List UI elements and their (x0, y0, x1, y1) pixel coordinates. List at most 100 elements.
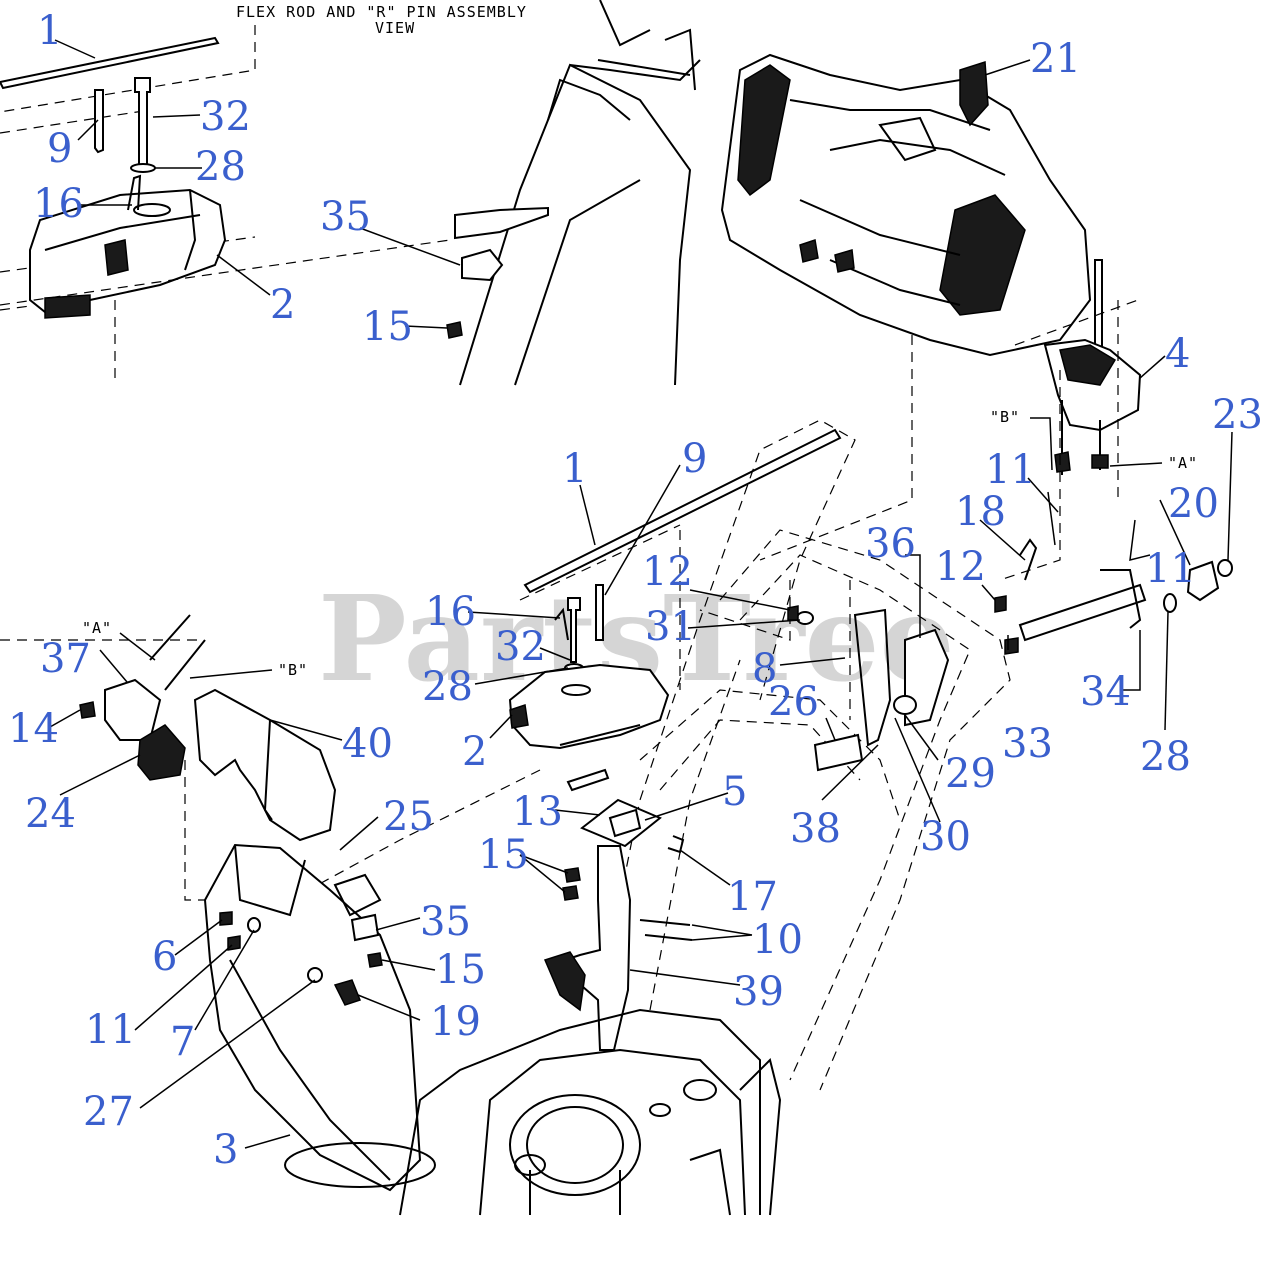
header-title: FLEX ROD AND "R" PIN ASSEMBLY (236, 3, 527, 21)
callout-27: 27 (83, 1089, 134, 1135)
callout-38: 38 (790, 806, 841, 852)
nut-33 (1004, 637, 1019, 655)
callout-30: 30 (920, 814, 971, 860)
flex-rod (523, 428, 842, 594)
callout-5: 5 (722, 769, 747, 815)
callout-36: 36 (865, 521, 916, 567)
flange-nut-upper (446, 321, 463, 339)
flex-rod-inset (0, 36, 220, 90)
bolt-12a (787, 605, 799, 621)
callout-2-mid: 2 (462, 729, 487, 775)
shift-bracket-assembly (999, 259, 1142, 581)
callout-39: 39 (733, 969, 784, 1015)
callout-28-mid: 28 (422, 664, 473, 710)
callout-1-main: 1 (562, 446, 587, 492)
callout-33: 33 (1002, 721, 1053, 767)
bolt-inset (134, 77, 151, 166)
chute-base-ring (284, 1142, 436, 1188)
hitch-pin-9b (595, 584, 604, 641)
callout-32-mid: 32 (495, 624, 546, 670)
plate-5 (580, 798, 662, 848)
bolt-6 (219, 911, 233, 926)
callout-28-inset: 28 (195, 144, 246, 190)
callout-29: 29 (945, 751, 996, 797)
nut-14 (79, 701, 96, 719)
cable-label-b-left: "B" (278, 661, 308, 679)
callout-31: 31 (645, 604, 696, 650)
cable-label-a-upper: "A" (1168, 454, 1198, 472)
callout-24: 24 (25, 791, 76, 837)
r-pin-inset (127, 174, 142, 211)
gear-24 (137, 724, 186, 781)
washer-27 (307, 967, 323, 983)
callout-23: 23 (1212, 392, 1263, 438)
tilt-bracket (454, 206, 549, 240)
callout-12-right: 12 (935, 544, 986, 590)
leader-lines (49, 39, 1233, 1149)
guide-35b (350, 913, 380, 942)
nut-15b-1 (564, 867, 581, 883)
hitch-pin-inset (94, 89, 104, 154)
callout-40: 40 (342, 721, 393, 767)
callout-15-mid: 15 (478, 832, 529, 878)
washer-31 (796, 611, 814, 625)
callout-3: 3 (213, 1127, 238, 1173)
callout-14: 14 (8, 706, 59, 752)
support-39 (563, 845, 632, 1051)
knob-19 (333, 979, 361, 1006)
handle-assembly (523, 419, 1233, 1091)
pivot-guide-upper (461, 248, 504, 282)
callout-10: 10 (752, 917, 803, 963)
callout-11-right: 11 (1145, 546, 1196, 592)
callout-20: 20 (1168, 481, 1219, 527)
callout-11-lower: 11 (85, 1007, 136, 1053)
chute-housing-inset (29, 188, 227, 314)
washer-29 (893, 695, 917, 715)
callout-17: 17 (727, 874, 778, 920)
callout-7: 7 (170, 1019, 195, 1065)
callout-8: 8 (752, 646, 777, 692)
pin-13 (566, 768, 610, 792)
callout-18: 18 (955, 489, 1006, 535)
washer-inset (130, 163, 156, 173)
callout-11-upper: 11 (985, 447, 1036, 493)
callout-28-right: 28 (1140, 734, 1191, 780)
callout-35-upper: 35 (320, 194, 371, 240)
callout-19: 19 (430, 999, 481, 1045)
bearing-38 (813, 733, 864, 772)
dash-panel (720, 53, 1139, 561)
chute-control-housing (508, 524, 681, 750)
callout-32-inset: 32 (200, 94, 251, 140)
callout-2-inset: 2 (270, 282, 295, 328)
washer-7 (247, 917, 261, 933)
cable-label-b-upper: "B" (990, 408, 1020, 426)
callout-1-inset: 1 (37, 8, 62, 54)
washer-28c (1163, 593, 1177, 613)
callout-26: 26 (768, 679, 819, 725)
header-subtitle: VIEW (375, 19, 415, 37)
callout-34: 34 (1080, 669, 1131, 715)
callout-16-inset: 16 (33, 181, 84, 227)
hairpin-18 (1019, 538, 1038, 581)
chute-deflector-assembly (0, 614, 541, 1192)
shift-knob (959, 60, 989, 127)
callout-12-mid: 12 (642, 549, 693, 595)
callout-15-upper: 15 (362, 304, 413, 350)
callout-37: 37 (40, 636, 91, 682)
crank-knob (1186, 560, 1220, 602)
auger-housing (399, 1008, 782, 1216)
r-pin-16b (554, 607, 569, 641)
callout-9-inset: 9 (47, 126, 72, 172)
bolts-10 (639, 919, 693, 941)
callout-13: 13 (512, 789, 563, 835)
actuator-37 (104, 678, 162, 741)
callout-25: 25 (383, 794, 434, 840)
nut-15b-2 (562, 885, 579, 901)
upper-chute-area (0, 0, 701, 386)
callout-21: 21 (1030, 36, 1081, 82)
callout-6: 6 (152, 934, 177, 980)
cable-label-a-left: "A" (82, 619, 112, 637)
pin-17 (667, 835, 685, 854)
callout-15-lower: 15 (435, 947, 486, 993)
